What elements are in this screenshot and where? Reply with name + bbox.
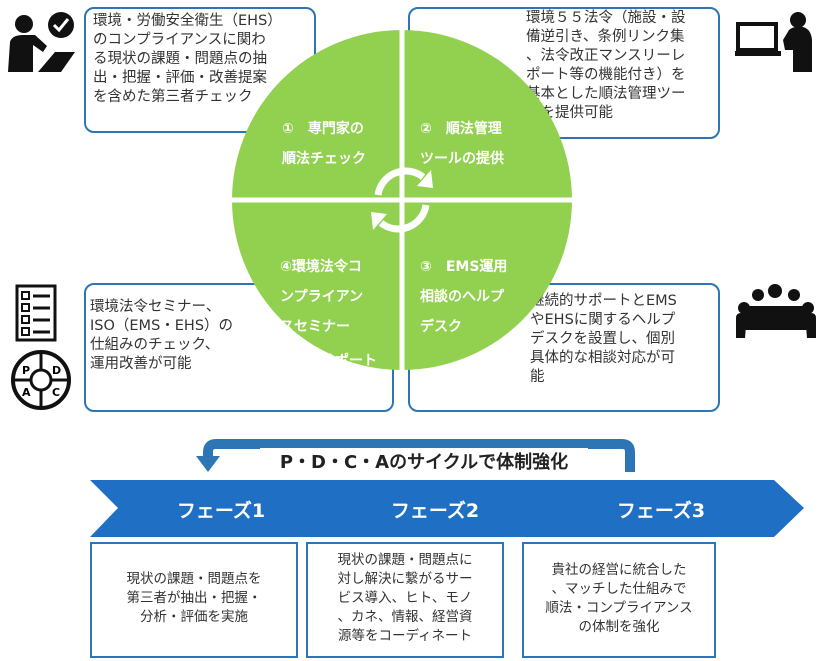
phase-1-chevron [90, 480, 352, 537]
phase-3-chevron [518, 480, 804, 537]
phase-3-description: 貴社の経営に統合した 、マッチした仕組みで 順法・コンプライアンス の体制を強化 [545, 562, 693, 635]
checklist-icon [15, 284, 57, 342]
box-compliance-tool-text: 環境５５法令（施設・設 備逆引き、条例リンク集 、法令改正マンスリーレ ポート等… [526, 10, 686, 121]
phase-2-description: 現状の課題・問題点に 対し解決に繋がるサー ビス導入、ヒト、モノ 、カネ、情報、… [337, 552, 473, 644]
pdca-letter-p: P [22, 364, 30, 377]
pdca-cycle-icon: P D C A [11, 350, 71, 410]
cycle-arrows-icon [374, 167, 430, 233]
pdca-letter-c: C [52, 386, 60, 399]
phase-1-description-box [90, 542, 298, 658]
pdca-letter-d: D [52, 364, 61, 377]
phase-2-description-box [306, 542, 504, 658]
phase-2-label: フェーズ2 [390, 500, 480, 522]
quadrant-tool: ② 順法管理 ツールの提供 [420, 121, 504, 167]
phase-1-description: 現状の課題・問題点を 第三者が抽出・把握・ 分析・評価を実施 [126, 571, 262, 625]
person-laptop-icon [735, 12, 812, 72]
box-expert-check [84, 7, 316, 133]
quadrant-seminar: ④環境法令コ ンプライアン スセミナー [280, 259, 364, 335]
person-check-icon [8, 12, 75, 72]
service-circle [227, 20, 577, 380]
meeting-icon [736, 284, 816, 338]
phase-3-label: フェーズ3 [616, 500, 706, 522]
box-seminar-text: 環境法令セミナー、 ISO（EMS・EHS）の 仕組みのチェック、 運用改善が可… [90, 299, 234, 372]
box-helpdesk-text: 継続的サポートとEMS やEHSに関するヘルプ デスクを設置し、個別 具体的な相… [530, 293, 677, 385]
quadrant-expert-check: ① 専門家の 順法チェック [282, 121, 366, 167]
box-expert-check-text: 環境・労働安全衛生（EHS） のコンプライアンスに関わ る現状の課題・問題点の抽… [93, 13, 282, 105]
phase-3-description-box [522, 542, 716, 658]
quadrant-iso-support: ⑤ISOサポート [282, 353, 378, 369]
phase-2-chevron [304, 480, 566, 537]
phase-1-label: フェーズ1 [176, 500, 266, 522]
cycle-title: P・D・C・Aのサイクルで体制強化 [260, 448, 588, 474]
pdca-return-arrow [196, 439, 635, 472]
quadrant-helpdesk: ③ EMS運用 相談のヘルプ デスク [420, 259, 508, 335]
pdca-letter-a: A [22, 386, 31, 399]
